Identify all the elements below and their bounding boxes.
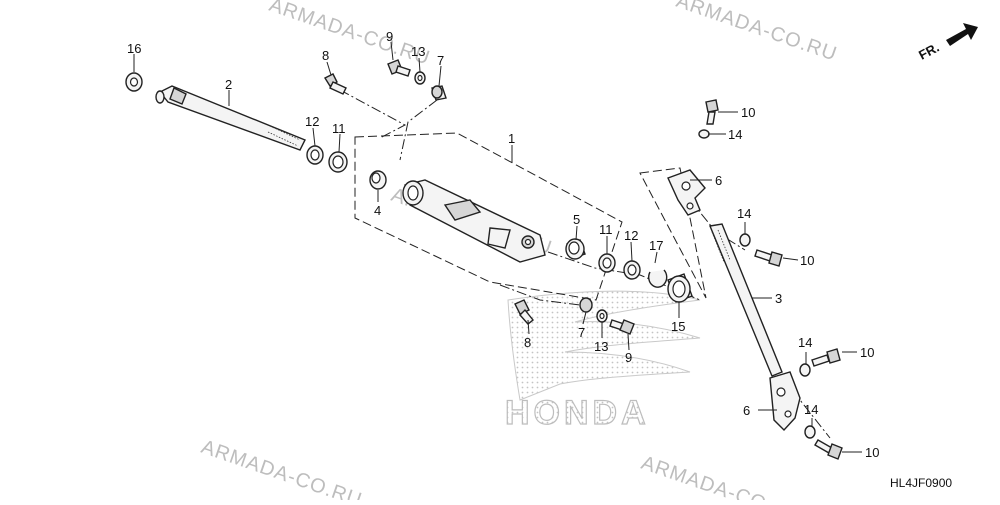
front-arrow-icon [946,23,978,46]
watermark-bottom-left: ARMADA-CO.RU [198,436,365,500]
part-2-upper-shaft [155,85,306,151]
callout-10-c: 10 [860,345,874,360]
callout-14-b: 14 [737,206,751,221]
watermark-bottom-right: ARMADA-CO.RU [638,452,805,500]
part-9-bolt-upper [387,59,411,77]
part-10-bolt-d [814,439,843,460]
callout-16: 16 [127,41,141,56]
part-11-seal-left [328,151,348,173]
part-6-universal-joint-upper [667,169,706,216]
callout-2: 2 [225,77,232,92]
callout-15: 15 [671,319,685,334]
callout-6-upper: 6 [715,173,722,188]
callout-10-a: 10 [741,105,755,120]
callout-9-lower: 9 [625,350,632,365]
part-5-bushing [565,238,586,260]
assembly-boundary-3 [639,167,707,299]
callout-13-lower: 13 [594,339,608,354]
callout-6-lower: 6 [743,403,750,418]
honda-wing-logo: HONDA [504,290,701,433]
watermark-top: ARMADA-CO.RU [266,0,433,70]
callout-11-left: 11 [332,121,346,136]
honda-logo-text: HONDA [505,394,650,432]
callout-3: 3 [775,291,782,306]
part-1-column-housing [402,179,546,263]
part-10-bolt-b [754,249,783,267]
part-10-bolt-c [811,348,841,367]
part-8-bolt-lower [514,299,534,325]
assembly-guide-lines [339,89,831,439]
callout-10-b: 10 [800,253,814,268]
callout-7-upper: 7 [437,53,444,68]
part-16-nut [125,72,143,92]
callout-8-lower: 8 [524,335,531,350]
part-7-collar-lower [579,297,593,313]
part-11-seal-right [598,253,616,273]
watermark-upper-right: ARMADA-CO.RU [673,0,840,66]
callout-12-left: 12 [305,114,319,129]
callout-9-upper: 9 [386,29,393,44]
part-14-washer-b [739,233,751,247]
callout-10-d: 10 [865,445,879,460]
assembly-boundary-1 [354,132,623,301]
front-direction-label: FR. [916,40,942,63]
diagram-code: HL4JF0900 [890,476,952,490]
part-9-bolt-lower [609,319,635,335]
part-6-universal-joint-lower [769,371,801,432]
part-12-ring-right [623,260,641,280]
callout-7-lower: 7 [578,325,585,340]
part-12-ring-left [306,145,324,165]
callout-12-right: 12 [624,228,638,243]
callout-17: 17 [649,238,663,253]
callout-14-d: 14 [804,402,818,417]
part-3-lower-shaft [709,223,783,377]
callout-4: 4 [374,203,381,218]
front-direction-indicator: FR. [916,23,978,63]
part-14-washer-a [698,129,710,139]
part-7-collar-upper [431,85,447,101]
part-4-bushing [369,170,387,190]
part-13-washer-lower [596,309,608,323]
callout-5: 5 [573,212,580,227]
callout-labels: 16 2 8 9 13 7 12 11 1 4 5 11 12 17 15 8 … [127,29,879,460]
part-15-bushing [667,273,693,303]
callout-11-right: 11 [599,222,613,237]
callout-1: 1 [508,131,515,146]
callout-13-upper: 13 [411,44,425,59]
callout-14-a: 14 [728,127,742,142]
part-8-bolt-upper [323,73,347,95]
callout-14-c: 14 [798,335,812,350]
leader-lines [133,41,862,453]
part-13-washer-upper [414,71,426,85]
part-10-bolt-a [705,99,719,125]
part-14-washer-d [804,425,816,439]
part-14-washer-c [799,363,811,377]
part-17-clip [648,269,668,288]
callout-8-upper: 8 [322,48,329,63]
